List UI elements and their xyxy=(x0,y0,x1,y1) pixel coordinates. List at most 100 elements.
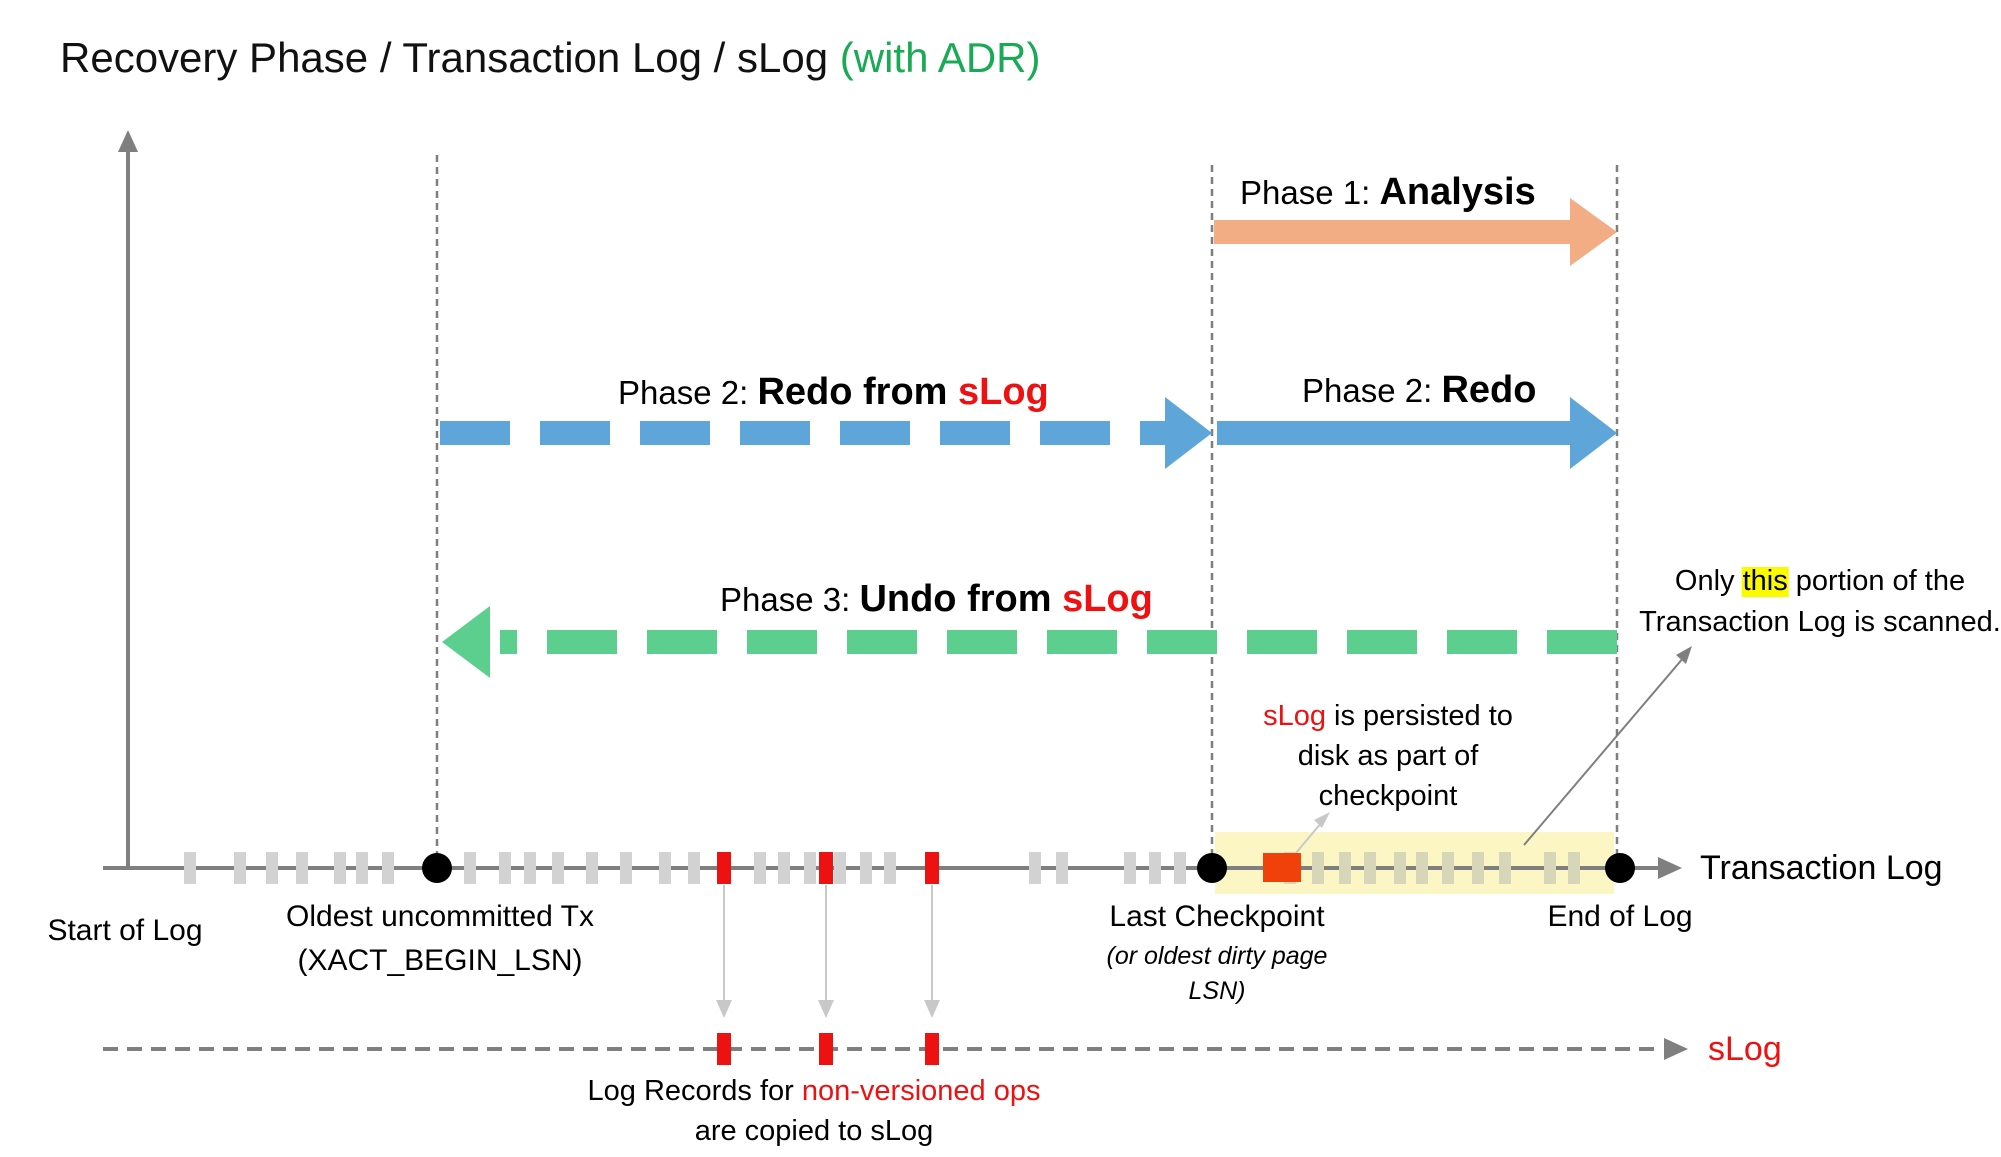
phase1-label: Phase 1: Analysis xyxy=(1240,171,1536,213)
diagram-title: Recovery Phase / Transaction Log / sLog … xyxy=(60,34,1040,81)
xact-begin-lsn-label: (XACT_BEGIN_LSN) xyxy=(297,944,582,977)
slog-axis xyxy=(103,1038,1688,1060)
log-record xyxy=(1056,852,1068,884)
scanned-note-line2: Transaction Log is scanned. xyxy=(1639,606,2001,638)
phase2-name: Redo xyxy=(1441,369,1536,411)
copy-arrow-3 xyxy=(924,885,940,1018)
checkpoint-note-line2: LSN) xyxy=(1189,977,1246,1005)
end-of-log-dot xyxy=(1605,853,1635,883)
log-record xyxy=(552,852,564,884)
phase2-prefix: Phase 2: xyxy=(1302,372,1441,409)
log-record xyxy=(620,852,632,884)
persist-note-line3: checkpoint xyxy=(1319,780,1458,812)
transaction-log-label: Transaction Log xyxy=(1700,849,1943,887)
phase2-slog-label: Phase 2: Redo from sLog xyxy=(618,371,1049,413)
phase2-redo-slog-arrow xyxy=(440,397,1212,469)
persist-note-red: sLog xyxy=(1263,700,1326,732)
log-record xyxy=(382,852,394,884)
log-record xyxy=(688,852,700,884)
log-record xyxy=(356,852,368,884)
title-highlight: (with ADR) xyxy=(840,34,1041,81)
log-record xyxy=(266,852,278,884)
non-versioned-log-record xyxy=(717,852,731,884)
oldest-uncommitted-dot xyxy=(422,853,452,883)
log-record xyxy=(524,852,536,884)
phase1-name: Analysis xyxy=(1379,171,1535,213)
persist-note-line2: disk as part of xyxy=(1298,740,1479,772)
log-record xyxy=(804,852,816,884)
vertical-axis xyxy=(118,130,138,868)
log-record xyxy=(1312,852,1324,884)
end-of-log-label: End of Log xyxy=(1547,900,1692,933)
phase2-redo-arrow xyxy=(1217,397,1617,469)
copy-arrow-2 xyxy=(818,885,834,1018)
phase2-label: Phase 2: Redo xyxy=(1302,369,1536,411)
scanned-note-line1: Only this portion of the xyxy=(1675,565,1965,597)
phase1-analysis-arrow xyxy=(1214,198,1617,266)
slog-record-1 xyxy=(717,1033,731,1065)
log-record xyxy=(1149,852,1161,884)
checkpoint-note-line1: (or oldest dirty page xyxy=(1107,942,1328,970)
log-record xyxy=(778,852,790,884)
phase2-slog-prefix: Phase 2: xyxy=(618,374,757,411)
slog-record-3 xyxy=(925,1033,939,1065)
log-record xyxy=(1174,852,1186,884)
phase3-name: Undo from xyxy=(859,578,1062,620)
persist-note-line1: sLog is persisted to xyxy=(1263,700,1513,732)
phase3-red: sLog xyxy=(1062,578,1153,620)
log-record xyxy=(1364,852,1376,884)
copy-arrow-1 xyxy=(716,885,732,1018)
title-main: Recovery Phase / Transaction Log / sLog xyxy=(60,34,840,81)
start-of-log-label: Start of Log xyxy=(47,914,202,947)
log-record xyxy=(464,852,476,884)
non-versioned-log-record xyxy=(925,852,939,884)
phase2-slog-red: sLog xyxy=(958,371,1049,413)
copied-note-line1: Log Records for non-versioned ops xyxy=(588,1075,1041,1107)
phase3-undo-slog-arrow xyxy=(442,606,1617,678)
log-record xyxy=(1394,852,1406,884)
log-records xyxy=(184,852,1580,884)
log-record xyxy=(659,852,671,884)
log-record xyxy=(334,852,346,884)
log-record xyxy=(296,852,308,884)
copied-note-red: non-versioned ops xyxy=(802,1075,1041,1107)
log-record xyxy=(1029,852,1041,884)
scanned-note-this: this xyxy=(1743,565,1788,597)
non-versioned-log-record xyxy=(819,852,833,884)
log-record xyxy=(884,852,896,884)
log-record xyxy=(834,852,846,884)
copied-note-a: Log Records for xyxy=(588,1075,802,1107)
log-record xyxy=(1442,852,1454,884)
phase3-prefix: Phase 3: xyxy=(720,581,859,618)
log-record xyxy=(754,852,766,884)
slog-record-2 xyxy=(819,1033,833,1065)
slog-axis-label: sLog xyxy=(1708,1030,1782,1068)
log-record xyxy=(1499,852,1511,884)
log-record xyxy=(1568,852,1580,884)
checkpoint-slog-block xyxy=(1263,853,1301,882)
log-record xyxy=(1544,852,1556,884)
log-record xyxy=(184,852,196,884)
log-record xyxy=(1416,852,1428,884)
log-record xyxy=(586,852,598,884)
log-record xyxy=(234,852,246,884)
log-record xyxy=(1339,852,1351,884)
persist-note-rest: is persisted to xyxy=(1326,700,1513,732)
this-highlight xyxy=(1741,567,1789,597)
log-record xyxy=(1472,852,1484,884)
log-record xyxy=(1124,852,1136,884)
last-checkpoint-dot xyxy=(1197,853,1227,883)
phase3-label: Phase 3: Undo from sLog xyxy=(720,578,1153,620)
phase1-prefix: Phase 1: xyxy=(1240,174,1379,211)
scanned-pointer xyxy=(1523,646,1692,846)
log-record xyxy=(499,852,511,884)
oldest-uncommitted-label: Oldest uncommitted Tx xyxy=(286,900,594,933)
log-record xyxy=(860,852,872,884)
phase2-slog-name: Redo from xyxy=(757,371,958,413)
scanned-note-b: portion of the xyxy=(1788,565,1965,597)
copied-note-line2: are copied to sLog xyxy=(695,1115,934,1147)
last-checkpoint-label: Last Checkpoint xyxy=(1109,900,1325,933)
scanned-note-a: Only xyxy=(1675,565,1743,597)
